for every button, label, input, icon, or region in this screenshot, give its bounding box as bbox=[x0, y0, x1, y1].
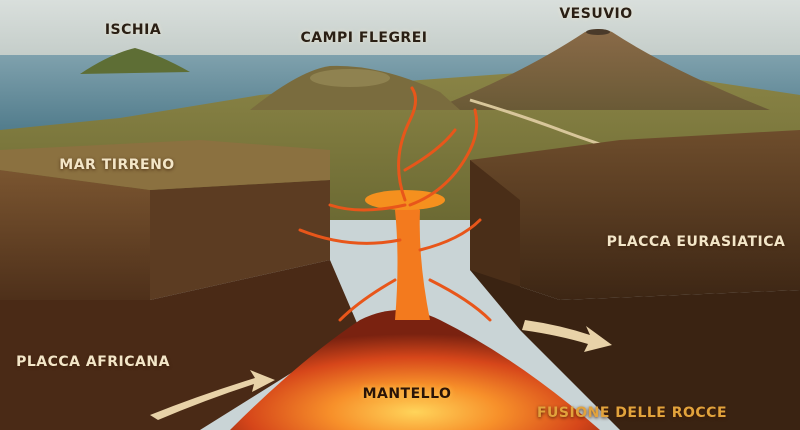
eurasian-plate-arrow bbox=[522, 320, 612, 352]
crust-block-left-top bbox=[0, 140, 330, 190]
african-plate-slab bbox=[0, 260, 360, 430]
vesuvio-crater bbox=[586, 29, 610, 35]
label-ischia: ISCHIA bbox=[104, 22, 162, 38]
label-placca-africana: PLACCA AFRICANA bbox=[16, 354, 170, 370]
magma-mantle bbox=[230, 310, 600, 430]
crust-block-right-edge bbox=[470, 160, 520, 310]
label-mar-tirreno: MAR TIRRENO bbox=[59, 157, 175, 173]
magma-conduit bbox=[395, 205, 430, 320]
label-campi-flegrei: CAMPI FLEGREI bbox=[300, 30, 428, 46]
label-vesuvio: VESUVIO bbox=[559, 6, 633, 22]
magma-veins bbox=[298, 86, 492, 322]
campi-flegrei-caldera bbox=[250, 65, 460, 110]
campi-flegrei-crater bbox=[310, 69, 390, 87]
label-mantello: MANTELLO bbox=[362, 386, 452, 402]
label-fusione-delle-rocce: FUSIONE DELLE ROCCE bbox=[536, 405, 728, 421]
label-placca-eurasiatica: PLACCA EURASIATICA bbox=[606, 234, 786, 250]
vesuvio-cone bbox=[430, 29, 770, 110]
crust-block-left-face bbox=[0, 170, 150, 300]
crust-block-right bbox=[470, 130, 800, 300]
eurasian-plate-slab bbox=[470, 270, 800, 430]
african-plate-arrow bbox=[150, 370, 275, 420]
ischia-island bbox=[80, 48, 190, 74]
